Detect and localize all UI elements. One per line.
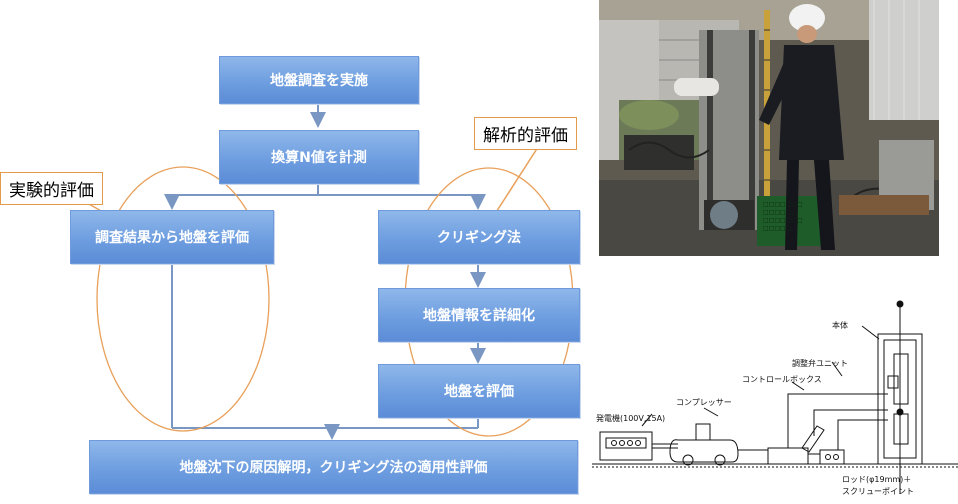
label-body: 本体 [832,321,848,330]
label-valve-unit: 調整弁ユニット [792,359,848,368]
callout-experimental: 実験的評価 [0,172,103,205]
label-compressor: コンプレッサー [676,398,732,407]
label-rod-line1: ロッド(φ19mm)＋ [842,475,912,484]
field-survey-photo: □□□□□□□□□□□□□□□□□□□□□□□□□ [599,0,939,256]
right-kriging: クリギング法 [378,210,580,264]
right-evaluate-ground: 地盤を評価 [378,364,580,418]
step-ground-survey: 地盤調査を実施 [219,56,419,104]
left-branch-evaluate-survey: 調査結果から地盤を評価 [70,210,274,264]
final-conclusion: 地盤沈下の原因解明，クリギング法の適用性評価 [89,440,578,494]
label-rod-line2: スクリューポイント [842,487,914,496]
label-control-box: コントロールボックス [742,375,822,384]
callout-analytical: 解析的評価 [474,117,577,150]
equipment-schematic: 本体 調整弁ユニット コントロールボックス コンプレッサー 発電機(100V,1… [592,294,958,500]
label-generator: 発電機(100V,15A) [596,414,666,423]
board-text: □□□□□□□□□□□□□□□□□□□□□□□□□ [763,201,803,232]
right-detail-ground-info: 地盤情報を詳細化 [378,288,580,342]
experimental-ellipse [96,166,270,432]
step-measure-n-value: 換算N値を計測 [219,130,419,184]
